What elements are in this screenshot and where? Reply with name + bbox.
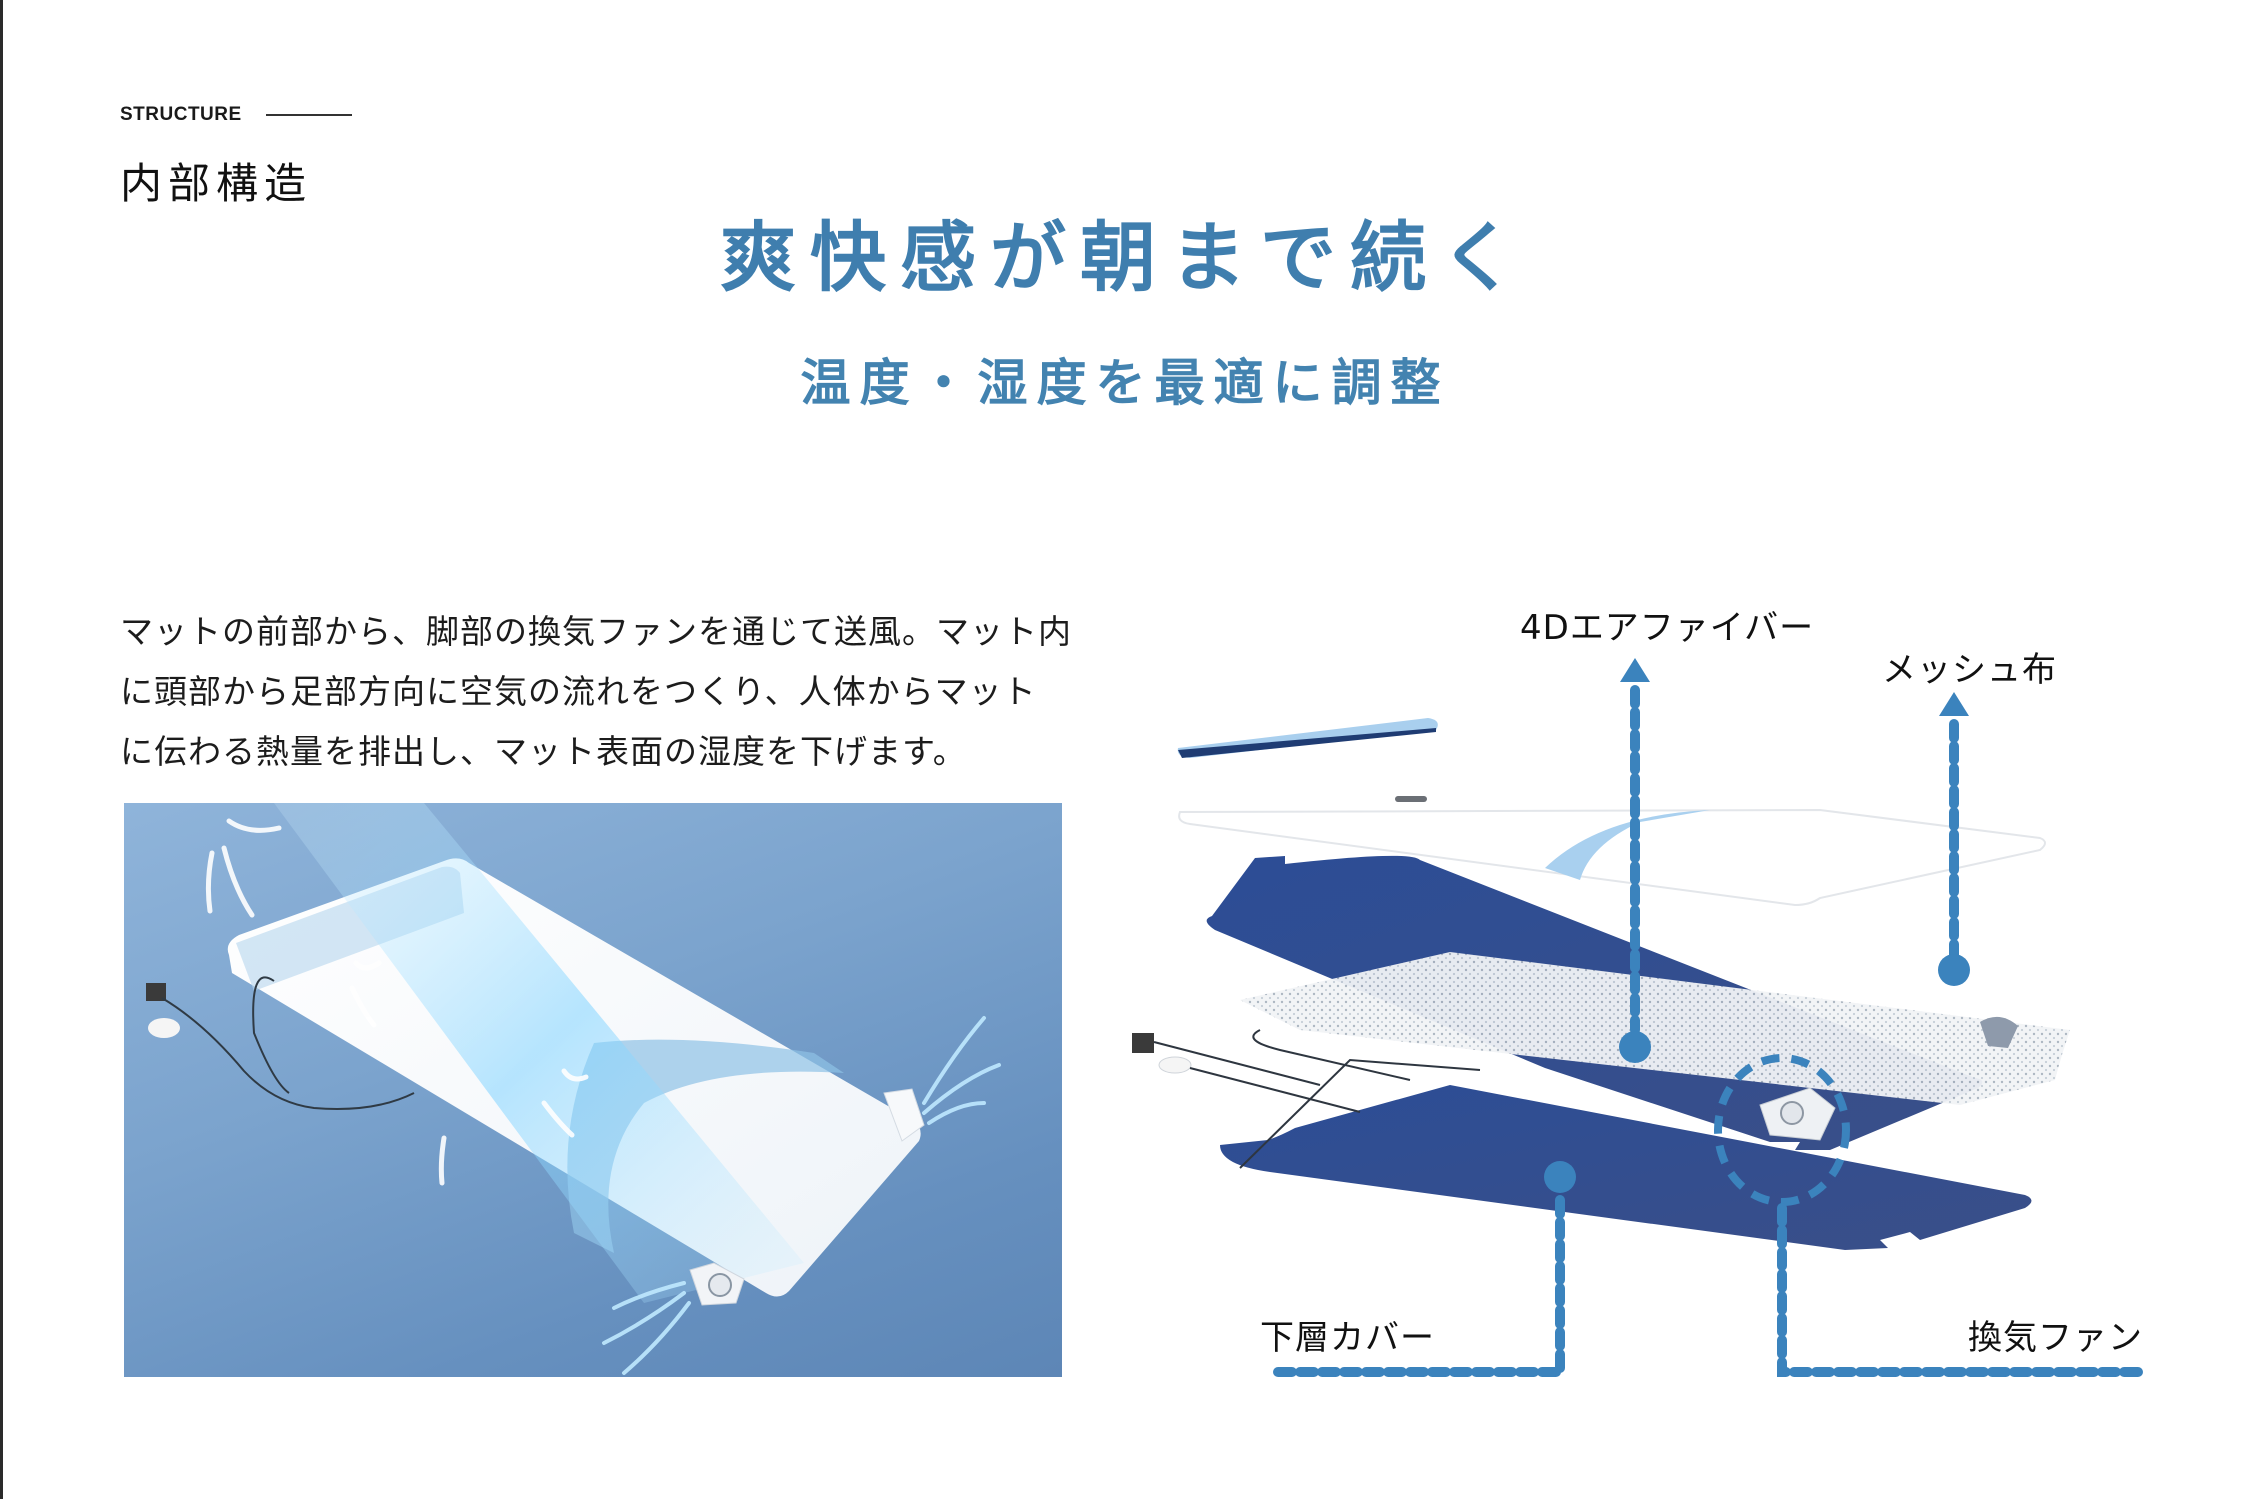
power-adapter <box>146 983 166 1001</box>
label-bottom-cover: 下層カバー <box>1260 1318 1435 1358</box>
section-title: 内部構造 <box>120 159 313 208</box>
description-line: に伝わる熱量を排出し、マット表面の湿度を下げます。 <box>120 732 967 771</box>
fiber-side-vent <box>1980 1016 2018 1048</box>
diagram-remote <box>1158 1056 1192 1074</box>
arrow-up-icon <box>1939 692 1969 716</box>
air-fiber-layer <box>1240 952 2070 1105</box>
eyebrow-divider <box>265 114 352 116</box>
side-vent <box>883 1088 925 1142</box>
label-mesh-cloth: メッシュ布 <box>1882 650 2057 690</box>
diagram-power-adapter <box>1132 1033 1154 1053</box>
hero-headline: 爽快感が朝まで続く <box>720 213 1530 302</box>
section-eyebrow: STRUCTURE <box>120 104 352 126</box>
arrow-up-icon <box>1620 658 1650 682</box>
callout-mesh-cloth <box>1938 692 1970 986</box>
description-line: に頭部から足部方向に空気の流れをつくり、人体からマット <box>120 672 1037 711</box>
eyebrow-label: STRUCTURE <box>120 104 242 125</box>
label-vent-fan: 換気ファン <box>1968 1318 2143 1358</box>
fan-unit <box>689 1262 745 1306</box>
airflow-mat-photo <box>124 803 1062 1377</box>
top-cover-layer <box>1178 808 2046 907</box>
callout-bottom-cover <box>1265 1161 1576 1377</box>
page-left-border <box>0 0 3 1499</box>
callout-dot <box>1938 954 1970 986</box>
mat-airflow-illustration <box>146 803 1001 1375</box>
description-line: マットの前部から、脚部の換気ファンを通じて送風。マット内 <box>120 612 1072 651</box>
hero-subheadline: 温度・湿度を最適に調整 <box>800 354 1450 412</box>
callout-air-fiber <box>1619 658 1651 1063</box>
bottom-cover-layer <box>1220 1085 2032 1250</box>
callout-dot <box>1619 1031 1651 1063</box>
top-cover-blue-accent <box>1545 810 1710 880</box>
callout-vent-fan <box>1714 1054 2145 1377</box>
airflow-beam <box>274 803 804 1303</box>
remote-controller <box>148 1018 180 1038</box>
label-air-fiber: 4Dエアファイバー <box>1520 608 1815 648</box>
layers-illustration <box>1132 658 2145 1377</box>
description-paragraph: マットの前部から、脚部の換気ファンを通じて送風。マット内 に頭部から足部方向に空… <box>120 602 1100 782</box>
callout-dot <box>1544 1161 1576 1193</box>
exploded-structure-diagram: 4Dエアファイバー メッシュ布 下層カバー 換気ファン <box>1120 560 2250 1400</box>
